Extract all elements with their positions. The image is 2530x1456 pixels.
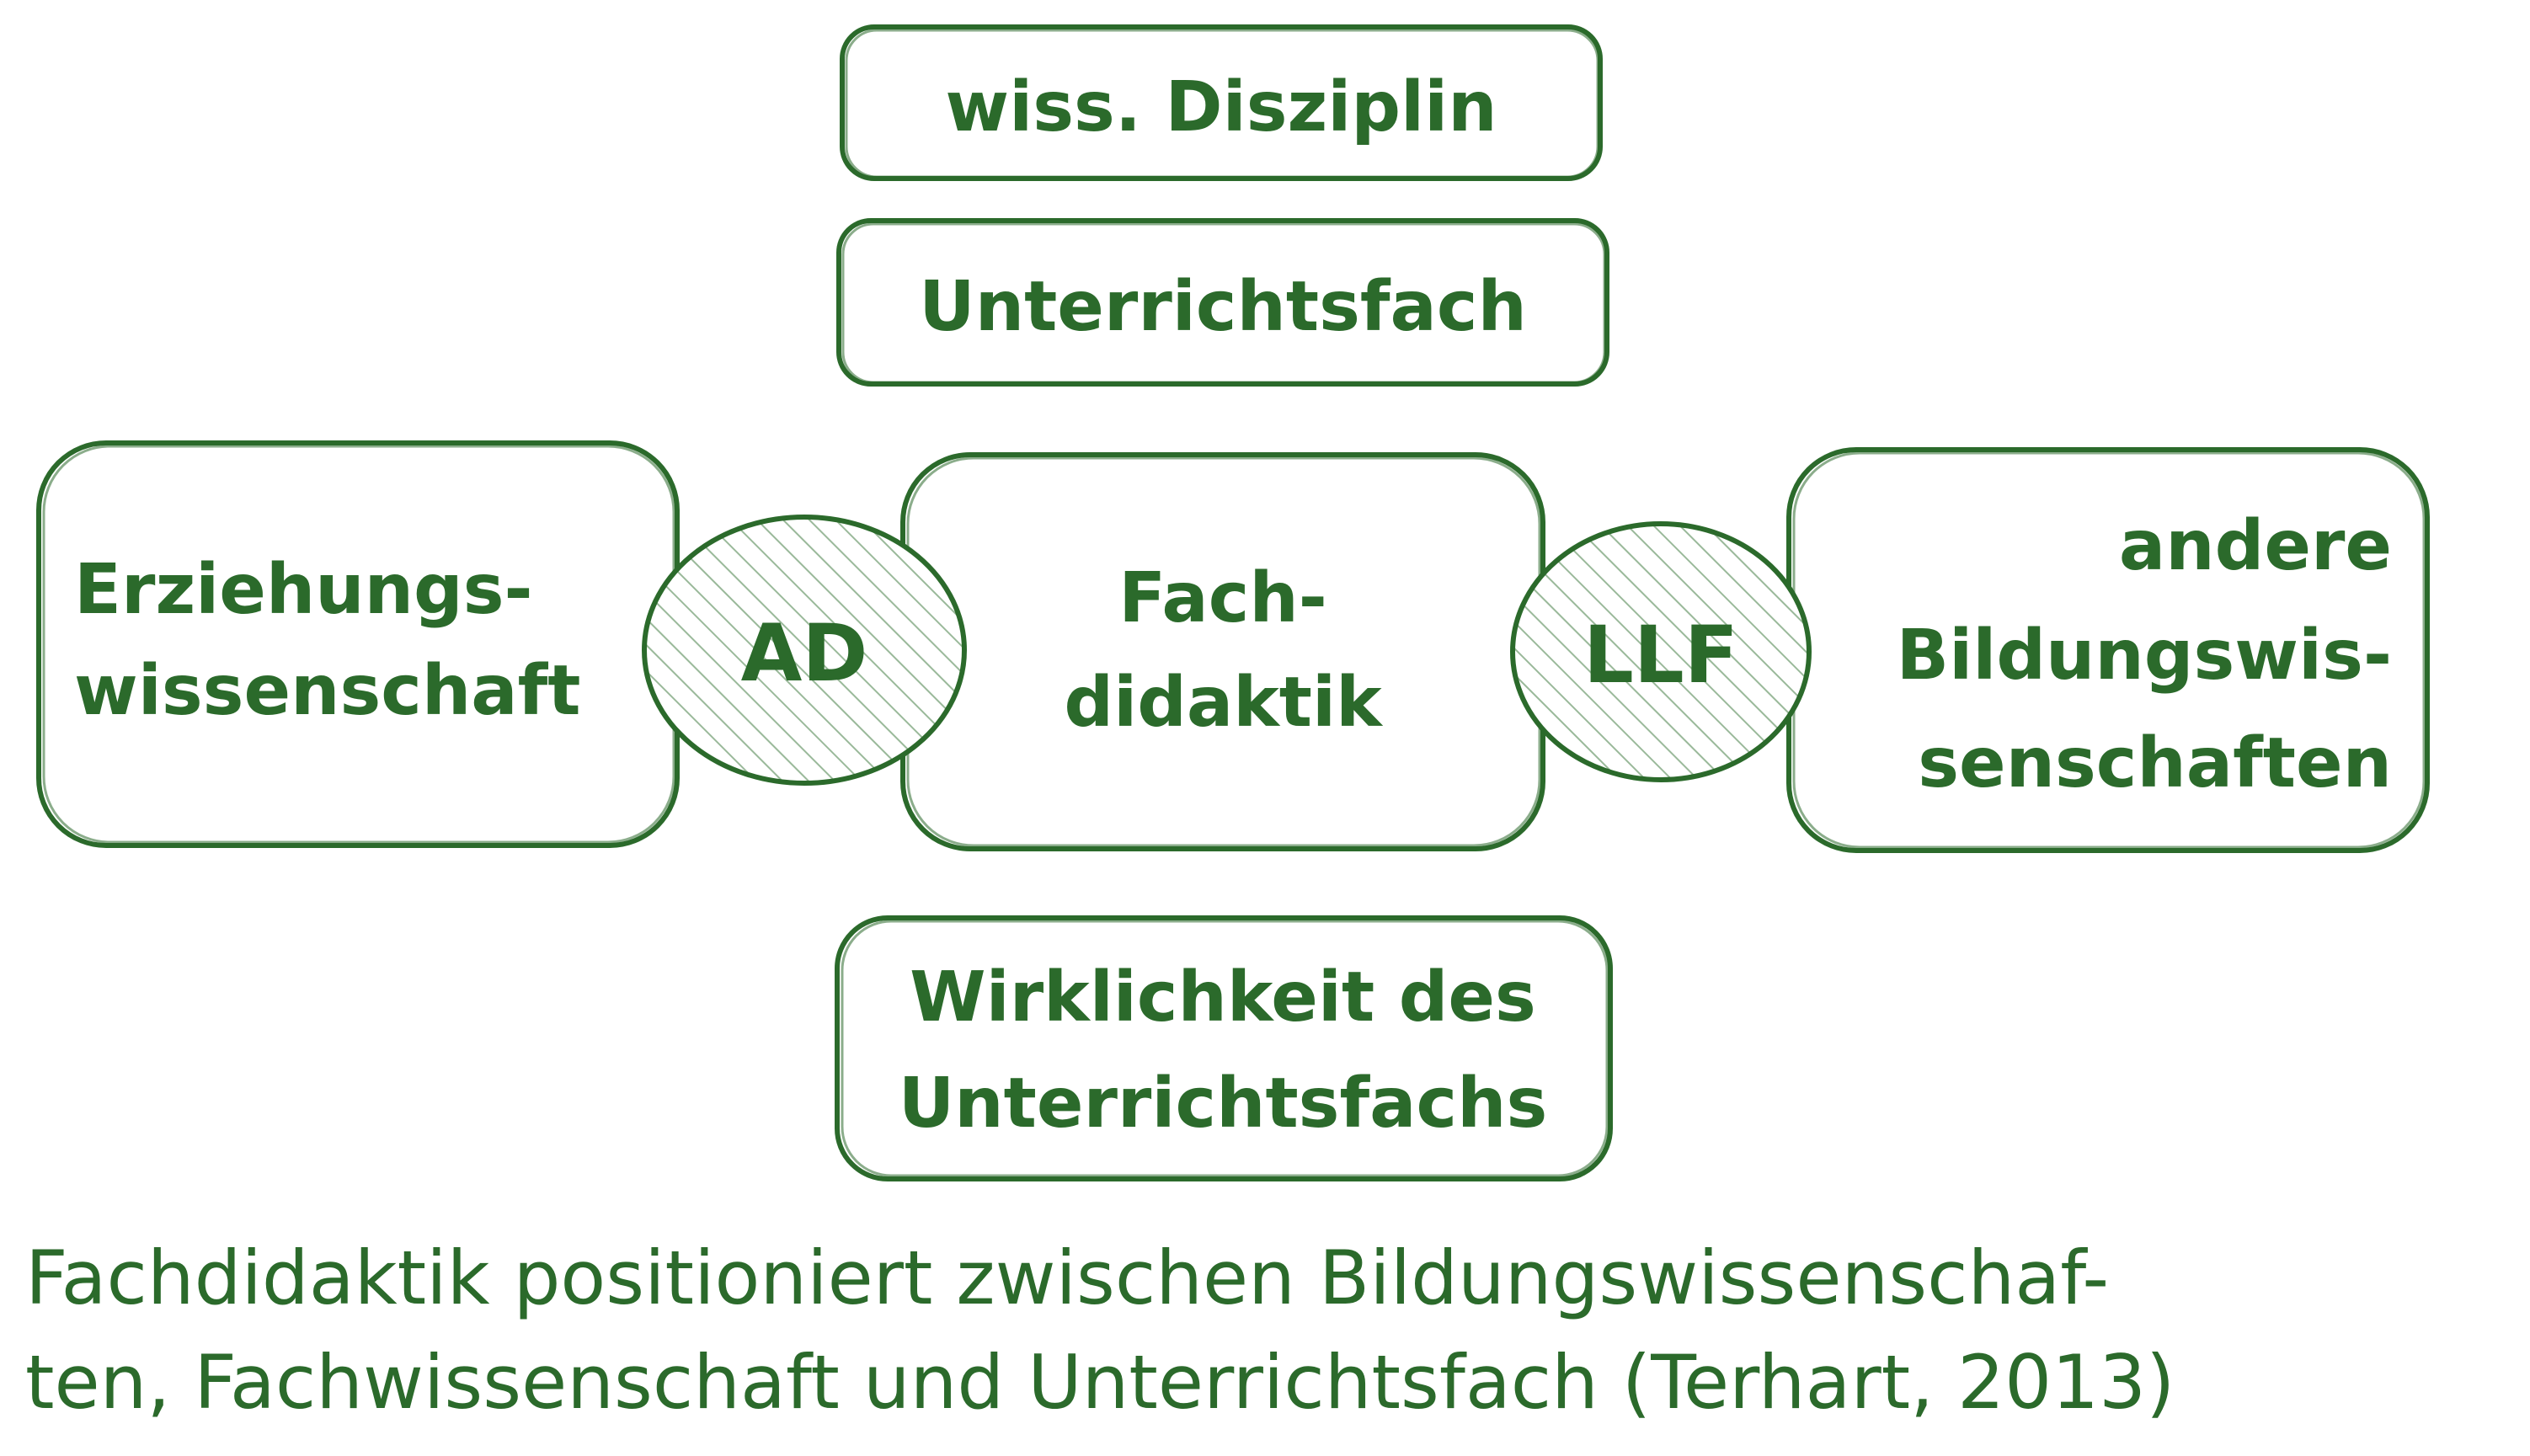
box-erziehungswissenschaft: Erziehungs- wissenschaft: [36, 440, 680, 848]
circle-llf: LLF: [1510, 521, 1812, 782]
box-fachdidaktik-line2: didaktik: [1064, 663, 1384, 743]
box-fachdidaktik-line1: Fach-: [1118, 558, 1327, 638]
box-wirklichkeit-line1: Wirklichkeit des: [910, 957, 1536, 1037]
box-unterrichtsfach-label: Unterrichtsfach: [919, 267, 1527, 347]
box-wirklichkeit-des-unterrichtsfachs: Wirklichkeit des Unterrichtsfachs: [835, 915, 1613, 1181]
box-wirklichkeit-line2: Unterrichtsfachs: [899, 1064, 1548, 1144]
circle-ad: AD: [642, 515, 967, 786]
circle-llf-label: LLF: [1583, 610, 1738, 701]
box-erziehungswissenschaft-line1: Erziehungs-: [74, 550, 533, 630]
box-andere-bildungswissenschaften: andere Bildungswis- senschaften: [1786, 447, 2430, 853]
box-wiss-disziplin: wiss. Disziplin: [840, 24, 1603, 181]
box-andere-line3: senschaften: [1918, 723, 2392, 803]
box-andere-line2: Bildungswis-: [1897, 616, 2392, 696]
box-fachdidaktik: Fach- didaktik: [900, 452, 1545, 851]
circle-ad-label: AD: [741, 608, 868, 700]
box-erziehungswissenschaft-line2: wissenschaft: [74, 651, 580, 731]
caption-line2: ten, Fachwissenschaft und Unterrichtsfac…: [25, 1339, 2175, 1426]
box-unterrichtsfach: Unterrichtsfach: [836, 218, 1609, 387]
box-andere-line1: andere: [2119, 506, 2392, 586]
box-wiss-disziplin-label: wiss. Disziplin: [945, 67, 1497, 147]
caption-line1: Fachdidaktik positioniert zwischen Bildu…: [25, 1235, 2109, 1321]
